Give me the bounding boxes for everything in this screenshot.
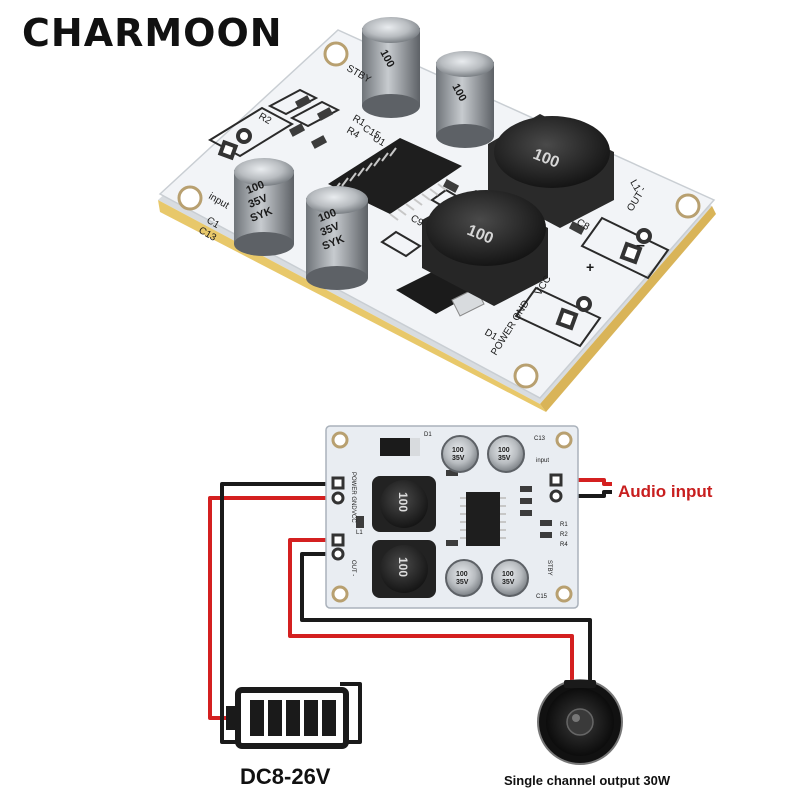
- diag-silk-stby: STBY: [546, 560, 552, 576]
- diag-cap-label-4: 100: [502, 571, 514, 578]
- speaker-wire-black: [300, 552, 592, 686]
- silk-minus-out: –: [636, 237, 645, 254]
- diag-silk-r2: R2: [560, 532, 568, 538]
- diag-cap-label-3: 100: [456, 571, 468, 578]
- diag-silk-out-minus: OUT -: [350, 560, 356, 576]
- speaker-icon: [537, 679, 623, 765]
- diag-silk-c15: C15: [536, 594, 548, 600]
- silk-plus-out: +: [586, 259, 594, 275]
- wiring-diagram: 100 100: [208, 425, 623, 765]
- silk-l1: L1: [627, 178, 642, 194]
- power-voltage-label: DC8-26V: [240, 764, 331, 789]
- diag-silk-vcc: VCC: [350, 510, 356, 523]
- speaker-output-label: Single channel output 30W: [504, 773, 671, 788]
- diag-silk-d1: D1: [424, 432, 432, 438]
- diag-cap-label-2: 100: [498, 447, 510, 454]
- diag-silk-input: input: [536, 458, 549, 464]
- diag-inductor-label-1: 100: [396, 492, 410, 512]
- diag-cap-label-4b: 35V: [502, 579, 515, 586]
- audio-input-label: Audio input: [618, 482, 713, 501]
- diag-silk-r1: R1: [560, 522, 568, 528]
- diag-cap-label-1b: 35V: [452, 455, 465, 462]
- diag-inductor-label-2: 100: [396, 557, 410, 577]
- audio-wire-black: [556, 490, 612, 498]
- diag-silk-power-gnd: POWER GND: [350, 472, 356, 510]
- diag-silk-r4: R4: [560, 542, 568, 548]
- speaker-wire-red: [288, 538, 574, 682]
- audio-wire-red: [556, 478, 612, 486]
- diag-cap-label-3b: 35V: [456, 579, 469, 586]
- battery-icon: [226, 687, 349, 749]
- pcb-photo: 100 100 100 35V SYK 100 35V SYK 100 100 …: [158, 17, 716, 412]
- pcb-topview: 100 100: [325, 425, 579, 609]
- power-wire-red: [208, 496, 338, 720]
- diag-cap-label-2b: 35V: [498, 455, 511, 462]
- diag-silk-l1: L1: [356, 530, 363, 536]
- diag-silk-c13: C13: [534, 436, 546, 442]
- diag-cap-label-1: 100: [452, 447, 464, 454]
- brand-logo: CHARMOON: [22, 11, 283, 55]
